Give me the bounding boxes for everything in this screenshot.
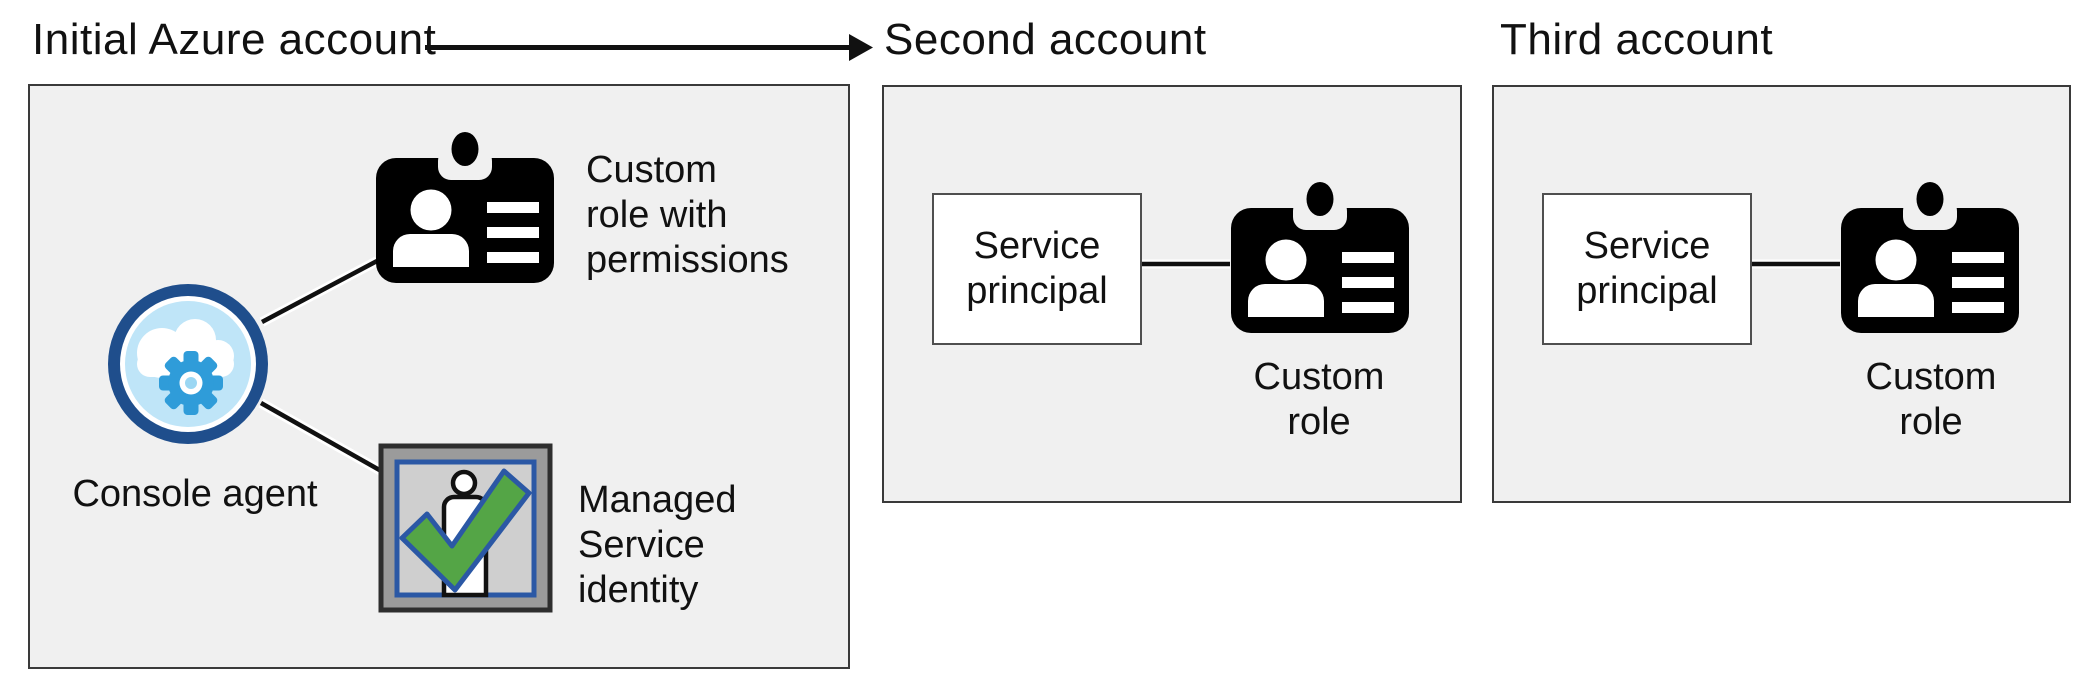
service-principal-box-3: Service principal <box>1542 193 1752 345</box>
third-account-title: Third account <box>1500 15 1774 64</box>
cloud-gear-icon <box>108 284 268 444</box>
initial-account-title: Initial Azure account <box>32 15 437 64</box>
console-agent-label: Console agent <box>72 473 318 515</box>
second-account-title: Second account <box>884 15 1207 64</box>
managed-service-identity-label: Managed Service identity <box>578 479 737 611</box>
id-badge-icon <box>1841 182 2019 333</box>
id-badge-icon <box>376 132 554 283</box>
custom-role-label-2: Custom role <box>1253 356 1385 443</box>
service-principal-box-2: Service principal <box>932 193 1142 345</box>
custom-role-label-3: Custom role <box>1865 356 1997 443</box>
gear-icon <box>159 351 223 415</box>
arrow-right-icon <box>425 34 873 61</box>
person-checkmark-icon <box>378 443 553 613</box>
custom-role-permissions-label: Custom role with permissions <box>586 149 789 281</box>
id-badge-icon <box>1231 182 1409 333</box>
